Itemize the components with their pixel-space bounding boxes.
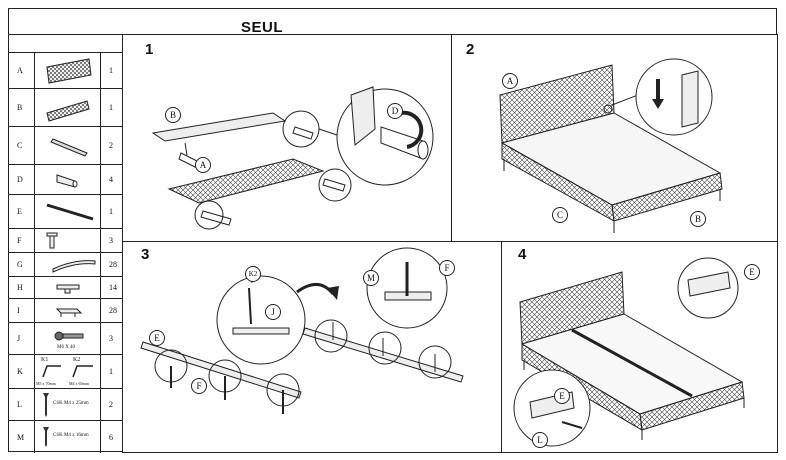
step-number: 3 xyxy=(141,246,150,263)
callout-e: E xyxy=(554,388,570,404)
part-qty: 1 xyxy=(109,66,113,75)
part-qty: 28 xyxy=(109,306,117,315)
step-2-illustration xyxy=(499,58,723,233)
callout-j: J xyxy=(265,304,281,320)
part-qty: 6 xyxy=(109,432,113,442)
screw-icon: CSK M4 x 25mm xyxy=(35,389,101,420)
step-4-panel: 4 E E L xyxy=(501,241,778,453)
step-1-panel: 1 B A D xyxy=(122,34,452,242)
callout-l: L xyxy=(532,432,548,448)
step-3-panel: 3 K2 J E F xyxy=(122,241,502,453)
part-row-l: L CSK M4 x 25mm 2 xyxy=(9,389,123,421)
part-row-m: M CSK M4 x 16mm 6 xyxy=(9,421,123,453)
part-row-f: F 3 xyxy=(9,229,123,253)
part-letter: A xyxy=(9,53,35,88)
step-number: 1 xyxy=(145,41,154,58)
part-row-i: I 28 xyxy=(9,299,123,323)
instruction-sheet: SEUL A 1 B 1 C 2 D xyxy=(8,8,778,453)
center-beam-icon xyxy=(35,195,101,228)
part-letter: L xyxy=(9,389,35,420)
key-k1-size: M5 x 70mm xyxy=(36,381,56,386)
part-row-e: E 1 xyxy=(9,195,123,229)
part-qty: 1 xyxy=(109,367,113,376)
slat-icon xyxy=(35,253,101,276)
allen-keys-icon: K1 K2 M5 x 70mm M4 x 65mm xyxy=(35,355,101,388)
part-row-b: B 1 xyxy=(9,89,123,127)
part-qty: 28 xyxy=(109,260,117,269)
part-row-d: D 4 xyxy=(9,165,123,195)
part-row-g: G 28 xyxy=(9,253,123,277)
part-row-c: C 2 xyxy=(9,127,123,165)
slat-holder-icon xyxy=(35,277,101,298)
part-qty: 3 xyxy=(109,236,113,245)
key-k2-size: M4 x 65mm xyxy=(69,381,89,386)
part-row-a: A 1 xyxy=(9,53,123,89)
callout-b: B xyxy=(690,211,706,227)
support-leg-icon xyxy=(35,229,101,252)
part-letter: F xyxy=(9,229,35,252)
slat-cap-icon xyxy=(35,299,101,322)
part-letter: I xyxy=(9,299,35,322)
part-qty: 4 xyxy=(109,175,113,184)
leg-icon xyxy=(35,165,101,194)
footboard-panel-icon xyxy=(35,89,101,126)
part-qty: 1 xyxy=(109,207,113,216)
side-rail-icon xyxy=(35,127,101,164)
step-number: 2 xyxy=(466,41,475,58)
screw-icon: CSK M4 x 16mm xyxy=(35,421,101,453)
parts-table: A 1 B 1 C 2 D 4 xyxy=(9,35,123,453)
part-letter: C xyxy=(9,127,35,164)
callout-k2: K2 xyxy=(245,266,261,282)
part-note: M6 X 40 xyxy=(57,345,76,350)
part-row-j: J M6 X 40 3 xyxy=(9,323,123,355)
headboard-panel-icon xyxy=(35,53,101,88)
step-2-panel: 2 A C B xyxy=(451,34,778,242)
part-qty: 2 xyxy=(109,400,113,409)
step-number: 4 xyxy=(518,246,527,263)
callout-a: A xyxy=(502,73,518,89)
part-letter: G xyxy=(9,253,35,276)
part-note: CSK M4 x 25mm xyxy=(53,401,89,406)
callout-m: M xyxy=(363,270,379,286)
callout-e: E xyxy=(149,330,165,346)
step-1-illustration xyxy=(151,86,434,230)
callout-f: F xyxy=(191,378,207,394)
part-letter: H xyxy=(9,277,35,298)
part-letter: E xyxy=(9,195,35,228)
part-letter: J xyxy=(9,323,35,354)
part-letter: M xyxy=(9,421,35,453)
parts-table-header xyxy=(9,35,122,53)
part-qty: 14 xyxy=(109,283,117,292)
product-title: SEUL xyxy=(241,19,284,36)
part-qty: 1 xyxy=(109,103,113,112)
step-4-illustration xyxy=(513,257,745,447)
callout-a: A xyxy=(195,157,211,173)
part-letter: B xyxy=(9,89,35,126)
callout-d: D xyxy=(387,103,403,119)
bolt-icon: M6 X 40 xyxy=(35,323,101,354)
callout-f: F xyxy=(439,260,455,276)
part-letter: K xyxy=(9,355,35,388)
part-qty: 2 xyxy=(109,141,113,150)
key-k1-label: K1 xyxy=(41,357,49,363)
callout-e: E xyxy=(744,264,760,280)
title-bar: SEUL xyxy=(9,9,776,36)
callout-c: C xyxy=(552,207,568,223)
part-letter: D xyxy=(9,165,35,194)
callout-b: B xyxy=(165,107,181,123)
part-qty: 3 xyxy=(109,334,113,343)
part-row-h: H 14 xyxy=(9,277,123,299)
step-3-illustration xyxy=(140,247,464,414)
part-note: CSK M4 x 16mm xyxy=(53,433,89,438)
part-row-k: K K1 K2 M5 x 70mm M4 x 65mm 1 xyxy=(9,355,123,389)
key-k2-label: K2 xyxy=(73,357,81,363)
